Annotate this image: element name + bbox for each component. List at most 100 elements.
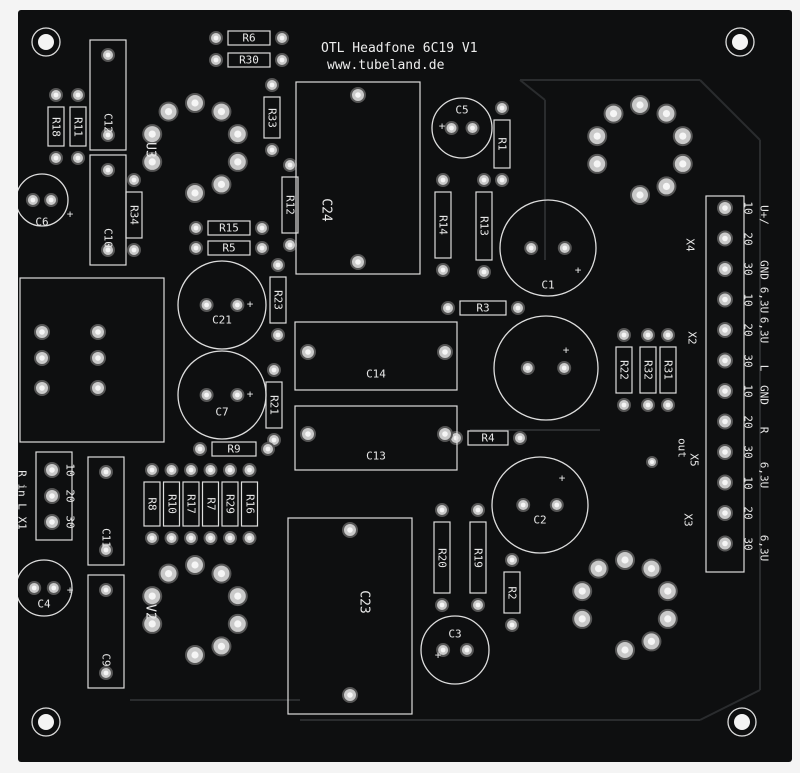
silkscreen-label: X3: [681, 513, 695, 527]
resistor-outline: [503, 571, 521, 614]
electrolytic-capacitor: [18, 559, 73, 617]
drill-hole: [105, 52, 111, 58]
mounting-hole: [734, 714, 750, 730]
drill-hole: [287, 162, 293, 168]
silkscreen-label: R: [757, 426, 771, 434]
silkscreen-label: +: [558, 471, 566, 485]
drill-hole: [561, 365, 567, 371]
drill-hole: [131, 247, 137, 253]
drill-hole: [722, 327, 728, 333]
drill-hole: [75, 92, 81, 98]
silkscreen-label: R23: [271, 290, 285, 310]
drill-hole: [439, 507, 445, 513]
electrolytic-capacitor: [431, 97, 493, 159]
drill-hole: [49, 493, 55, 499]
silkscreen-label: +: [66, 583, 74, 597]
drill-hole: [636, 191, 644, 199]
drill-hole: [191, 189, 199, 197]
drill-hole: [148, 158, 156, 166]
drill-hole: [509, 557, 515, 563]
drill-hole: [31, 585, 37, 591]
drill-hole: [647, 637, 656, 646]
drill-hole: [481, 269, 487, 275]
drill-hole: [95, 385, 101, 391]
drill-hole: [609, 109, 618, 118]
drill-hole: [593, 132, 601, 140]
drill-hole: [453, 435, 459, 441]
drill-hole: [208, 535, 213, 541]
drill-hole: [49, 467, 55, 473]
silkscreen-label: R17: [184, 494, 198, 514]
silkscreen-label: 30: [63, 515, 77, 529]
silkscreen-label: R14: [436, 215, 450, 235]
silkscreen-label: X2: [685, 331, 699, 345]
drill-hole: [279, 35, 285, 41]
drill-hole: [49, 519, 55, 525]
drill-hole: [271, 367, 277, 373]
drill-hole: [131, 177, 137, 183]
drill-hole: [305, 349, 311, 355]
drill-hole: [650, 460, 654, 464]
drill-hole: [275, 332, 281, 338]
pcb-artwork: [18, 27, 761, 737]
drill-hole: [594, 564, 603, 573]
drill-hole: [247, 535, 252, 541]
trace: [519, 79, 546, 101]
drill-hole: [562, 245, 568, 251]
silkscreen-label: 6,3U: [757, 286, 771, 314]
drill-hole: [39, 329, 45, 335]
drill-hole: [105, 132, 111, 138]
trace: [699, 79, 761, 141]
silkscreen-label: C7: [215, 405, 229, 419]
drill-hole: [464, 647, 470, 653]
drill-hole: [148, 620, 156, 628]
mounting-hole-ring: [725, 27, 755, 57]
silkscreen-label: +: [246, 297, 254, 311]
board-url: www.tubeland.de: [327, 58, 445, 73]
capacitor-outline: [87, 574, 125, 689]
board-title: OTL Headfone 6C19 V1: [321, 41, 478, 56]
silkscreen-label: R9: [227, 442, 241, 456]
silkscreen-label: 6,3U: [757, 316, 771, 344]
drill-hole: [445, 305, 451, 311]
silkscreen-label: 6,3U: [757, 534, 771, 562]
drill-hole: [234, 620, 242, 628]
drill-hole: [217, 642, 226, 651]
drill-hole: [621, 556, 629, 564]
drill-hole: [227, 535, 233, 541]
drill-hole: [645, 332, 651, 338]
silkscreen-label: 30: [741, 353, 755, 368]
silkscreen-label: 20: [63, 489, 77, 503]
drill-hole: [75, 155, 81, 161]
drill-hole: [39, 355, 45, 361]
silkscreen-label: C4: [37, 597, 51, 611]
input-connector-outline: [35, 451, 73, 541]
drill-hole: [105, 167, 111, 173]
drill-hole: [149, 467, 155, 473]
resistor-outline: [434, 191, 452, 259]
drill-hole: [247, 467, 252, 473]
resistor-outline: [227, 52, 271, 68]
capacitor-outline: [89, 39, 127, 151]
capacitor-outline: [89, 154, 127, 266]
silkscreen-label: R13: [477, 216, 491, 236]
drill-hole: [578, 587, 586, 595]
drill-hole: [191, 99, 199, 107]
drill-hole: [528, 245, 534, 251]
silkscreen-label: +: [66, 207, 74, 221]
drill-hole: [191, 561, 199, 569]
silkscreen-label: R in L X1: [15, 470, 29, 530]
drill-hole: [51, 585, 57, 591]
drill-hole: [722, 205, 728, 211]
drill-hole: [234, 130, 242, 138]
drill-hole: [235, 302, 240, 308]
drill-hole: [95, 329, 101, 335]
drill-hole: [499, 177, 505, 183]
silkscreen-label: R30: [239, 53, 259, 67]
silkscreen-label: C9: [99, 653, 113, 667]
silkscreen-label: 6,3U: [757, 461, 771, 489]
input-block-outline: [19, 277, 165, 443]
drill-hole: [442, 349, 448, 355]
silkscreen-label: R2: [505, 585, 519, 600]
drill-hole: [208, 467, 213, 473]
